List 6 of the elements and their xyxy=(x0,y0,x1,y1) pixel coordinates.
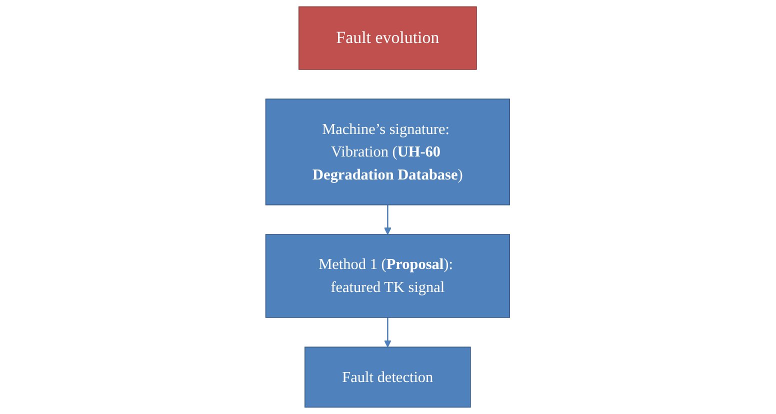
arrow xyxy=(384,204,392,235)
node-box: Method 1 (Proposal): featured TK signal xyxy=(266,234,510,318)
node-box: Machine’s signature: Vibration (UH-60 Degradation Database) xyxy=(266,98,510,206)
arrow xyxy=(384,317,392,348)
node-box: Fault detection xyxy=(304,346,472,408)
node-box: Fault evolution xyxy=(298,6,478,70)
